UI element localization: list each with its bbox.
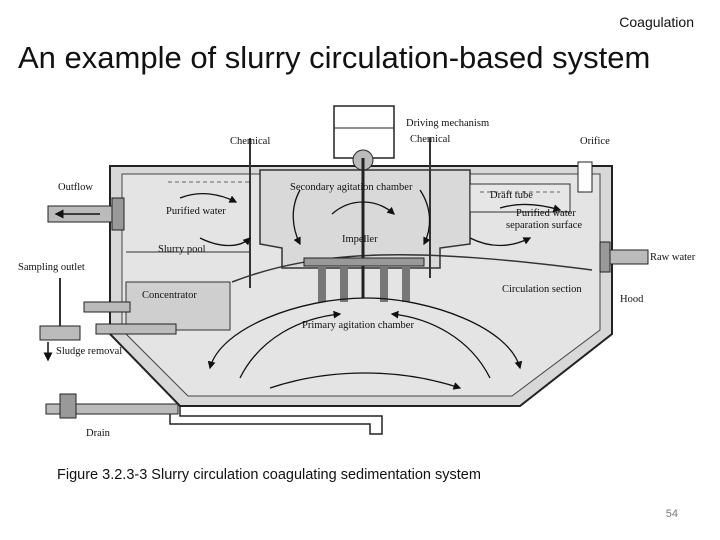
label-purified-separation-2: separation surface — [506, 220, 582, 231]
label-concentrator: Concentrator — [142, 290, 197, 301]
label-sludge-removal: Sludge removal — [56, 346, 122, 357]
sampling-valves — [39, 278, 177, 362]
drain-valve — [45, 393, 179, 419]
label-chemical-left: Chemical — [230, 136, 270, 147]
label-primary-chamber: Primary agitation chamber — [302, 320, 414, 331]
diagram-labels: Driving mechanism Chemical Chemical Orif… — [18, 118, 696, 439]
section-tag: Coagulation — [619, 14, 694, 30]
label-draft-tube: Draft tube — [490, 190, 533, 201]
label-outflow: Outflow — [58, 182, 93, 193]
chemical-pipes — [249, 138, 431, 288]
orifice — [577, 161, 593, 193]
label-hood: Hood — [620, 294, 644, 305]
figure-caption: Figure 3.2.3-3 Slurry circulation coagul… — [57, 467, 481, 483]
page-number: 54 — [665, 508, 678, 520]
label-raw-water: Raw water — [650, 252, 696, 263]
raw-water-pipe — [599, 241, 649, 273]
tank — [109, 165, 613, 435]
impeller — [303, 257, 425, 302]
label-purified-water: Purified water — [166, 206, 226, 217]
outflow-pipe — [47, 197, 125, 231]
clarifier-diagram: Driving mechanism Chemical Chemical Orif… — [18, 105, 696, 439]
label-orifice: Orifice — [580, 136, 610, 147]
label-chemical-top: Chemical — [410, 134, 450, 145]
label-impeller: Impeller — [342, 234, 378, 245]
driving-mechanism — [333, 105, 395, 298]
flow-arrows — [179, 189, 562, 390]
slide-title: An example of slurry circulation-based s… — [18, 40, 651, 75]
label-purified-separation-1: Purified water — [516, 208, 576, 219]
label-driving-mechanism: Driving mechanism — [406, 118, 489, 129]
label-slurry-pool: Slurry pool — [158, 244, 206, 255]
label-circulation-section: Circulation section — [502, 284, 582, 295]
label-drain: Drain — [86, 428, 111, 439]
label-sampling-outlet: Sampling outlet — [18, 262, 85, 273]
label-secondary-chamber: Secondary agitation chamber — [290, 182, 413, 193]
